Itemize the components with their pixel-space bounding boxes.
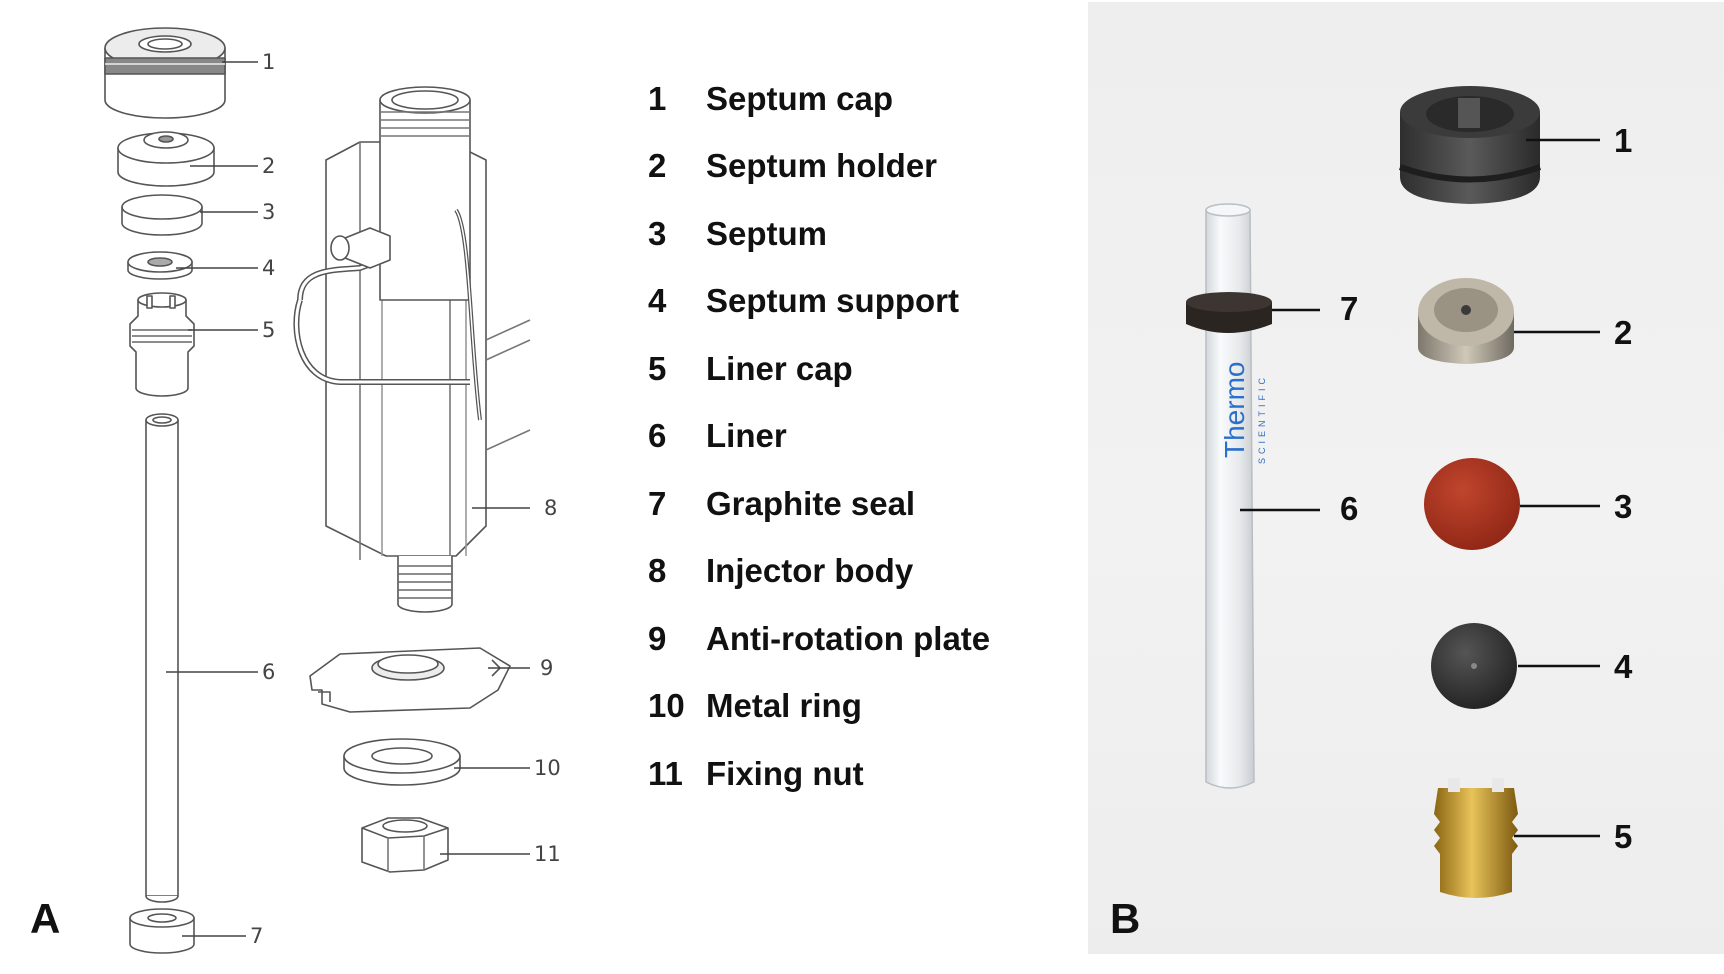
callout-6: 6 (262, 660, 276, 684)
legend-label: Metal ring (706, 687, 862, 724)
injector-body-drawing (293, 86, 531, 613)
legend-label: Septum holder (706, 147, 938, 184)
septum-support-drawing (127, 251, 193, 280)
callout-7: 7 (250, 924, 264, 948)
legend-label: Fixing nut (706, 755, 864, 792)
panel-b-letter: B (1110, 895, 1141, 942)
legend-number: 6 (648, 417, 667, 454)
legend-number: 8 (648, 552, 667, 589)
photo-label-6: 6 (1340, 490, 1359, 527)
liner-drawing (145, 413, 179, 903)
legend-label: Graphite seal (706, 485, 916, 522)
liner-brand-subtext: SCIENTIFIC (1257, 373, 1267, 464)
legend-label: Liner cap (706, 350, 853, 387)
legend-number: 5 (648, 350, 667, 387)
callout-4: 4 (262, 256, 276, 280)
legend-label: Septum cap (706, 80, 894, 117)
photo-label-2: 2 (1614, 314, 1633, 351)
fixing-nut-drawing (361, 817, 449, 873)
callout-2: 2 (262, 154, 276, 178)
callout-9: 9 (540, 656, 554, 680)
legend-number: 10 (648, 687, 685, 724)
callout-1: 1 (262, 50, 276, 74)
photo-label-4: 4 (1614, 648, 1633, 685)
graphite-seal-drawing (129, 908, 195, 954)
legend-number: 4 (648, 282, 667, 319)
callout-leaders (166, 61, 530, 937)
callout-11: 11 (534, 842, 561, 866)
callout-10: 10 (534, 756, 561, 780)
callout-5: 5 (262, 318, 276, 342)
photo-label-7: 7 (1340, 290, 1359, 327)
septum-holder-drawing (117, 131, 215, 187)
photo-label-5: 5 (1614, 818, 1633, 855)
parts-photo: Thermo SCIENTIFIC 1 2 3 4 5 6 7 B (1088, 2, 1724, 954)
parts-photo-illustration (1186, 86, 1600, 898)
photo-leaders (1240, 138, 1600, 838)
legend-label: Injector body (706, 552, 914, 589)
metal-ring-drawing (343, 738, 461, 786)
septum-cap-drawing (104, 27, 226, 119)
photo-label-3: 3 (1614, 488, 1633, 525)
callout-8: 8 (544, 496, 558, 520)
photo-septum-holder (1418, 278, 1514, 364)
legend-number: 9 (648, 620, 667, 657)
photo-label-1: 1 (1614, 122, 1633, 159)
photo-graphite-seal (1186, 292, 1272, 333)
photo-liner-cap (1434, 778, 1518, 898)
legend-number: 3 (648, 215, 667, 252)
photo-liner (1205, 203, 1255, 789)
anti-rotation-plate-drawing (309, 647, 511, 713)
exploded-view-drawing (104, 27, 531, 954)
callout-3: 3 (262, 200, 276, 224)
legend-number: 2 (648, 147, 667, 184)
legend-label: Septum support (706, 282, 959, 319)
photo-septum (1424, 458, 1520, 550)
legend-label: Anti-rotation plate (706, 620, 991, 657)
liner-cap-drawing (129, 292, 195, 397)
legend-label: Septum (706, 215, 828, 252)
septum-drawing (121, 194, 203, 236)
photo-septum-support (1431, 623, 1517, 709)
legend-number: 7 (648, 485, 667, 522)
photo-septum-cap (1398, 86, 1542, 204)
legend-label: Liner (706, 417, 787, 454)
legend-number: 1 (648, 80, 667, 117)
panel-a-letter: A (30, 895, 61, 942)
liner-brand-print: Thermo SCIENTIFIC (1209, 356, 1267, 466)
legend-number: 11 (648, 755, 683, 792)
